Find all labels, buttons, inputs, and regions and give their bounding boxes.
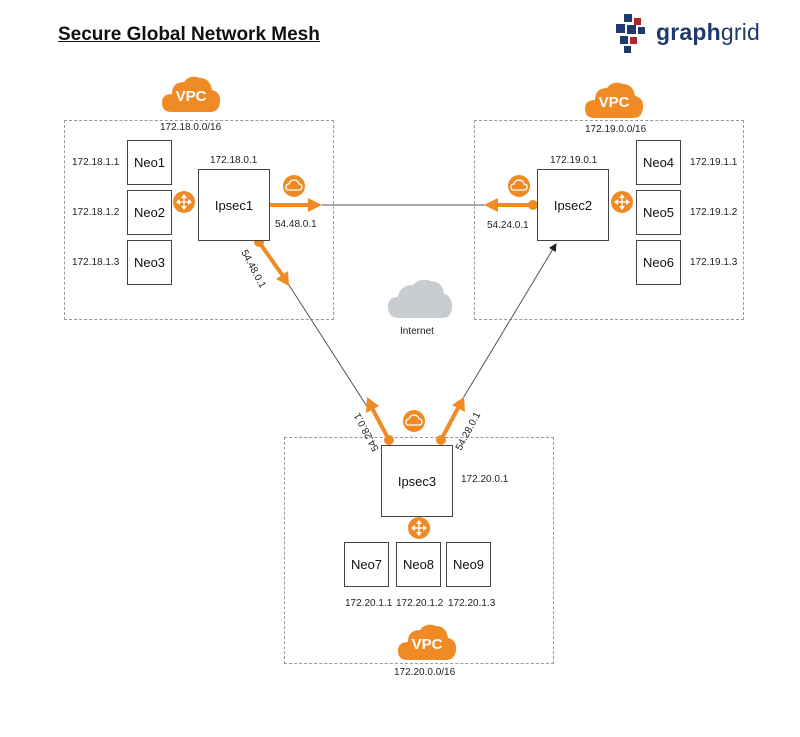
neo-node-5-ip: 172.19.1.2 [690, 207, 738, 218]
gateway-cloud-icon [283, 175, 305, 197]
neo-node-8-ip: 172.20.1.2 [396, 598, 444, 609]
vpc-badge-label: VPC [175, 88, 207, 105]
router-icon [408, 517, 430, 539]
neo-node-1-ip: 172.18.1.1 [72, 157, 120, 168]
ipsec-gateway-1: Ipsec1 [198, 169, 270, 241]
ipsec2-private-ip: 172.19.0.1 [550, 155, 598, 166]
vpc-badge-3: VPC [396, 620, 458, 664]
vpc-box-1 [64, 120, 334, 320]
endpoint-arrow-ipsec3-west [366, 397, 394, 445]
neo-node-7: Neo7 [344, 542, 389, 587]
internet-label: Internet [400, 326, 434, 337]
vpc-box-3 [284, 437, 554, 664]
neo-node-6-ip: 172.19.1.3 [690, 257, 738, 268]
ipsec1-public-ip: 54.48.0.1 [275, 219, 317, 230]
vpc-cidr-1: 172.18.0.0/16 [160, 122, 222, 133]
ipsec-gateway-2: Ipsec2 [537, 169, 609, 241]
ipsec2-public-ip: 54.24.0.1 [487, 220, 529, 231]
neo-node-8: Neo8 [396, 542, 441, 587]
neo-node-9: Neo9 [446, 542, 491, 587]
endpoint-arrow-ipsec1-south [254, 237, 289, 286]
vpc-cidr-3: 172.20.0.0/16 [394, 667, 456, 678]
ipsec1-private-ip: 172.18.0.1 [210, 155, 258, 166]
router-icon [173, 191, 195, 213]
neo-node-4-ip: 172.19.1.1 [690, 157, 738, 168]
vpc-cloud-icon [398, 624, 457, 660]
vpc-badge-label: VPC [411, 636, 443, 653]
endpoint-arrow-ipsec1-east [268, 198, 322, 212]
neo-node-7-ip: 172.20.1.1 [345, 598, 393, 609]
ipsec1-public-ip-diagonal: 54.48.0.1 [238, 248, 267, 290]
ipsec3-private-ip: 172.20.0.1 [461, 474, 509, 485]
router-icon [611, 191, 633, 213]
neo-node-1: Neo1 [127, 140, 172, 185]
neo-node-3: Neo3 [127, 240, 172, 285]
vpc-badge-1: VPC [160, 72, 222, 116]
gateway-cloud-icon [508, 175, 530, 197]
neo-node-2: Neo2 [127, 190, 172, 235]
logo-text: graphgrid [656, 19, 761, 45]
graphgrid-logo-icon [616, 14, 645, 53]
internet-cloud-icon [388, 279, 452, 318]
gateway-cloud-icon [403, 410, 425, 432]
ipsec-gateway-3: Ipsec3 [381, 445, 453, 517]
neo-node-6: Neo6 [636, 240, 681, 285]
neo-node-9-ip: 172.20.1.3 [448, 598, 496, 609]
page-title: Secure Global Network Mesh [58, 24, 320, 45]
tunnel-ipsec1-ipsec3 [286, 281, 369, 409]
vpc-cloud-icon [162, 76, 221, 112]
endpoint-arrow-ipsec3-east [436, 397, 465, 445]
tunnel-ipsec3-ipsec2 [461, 243, 557, 401]
vpc-badge-label: VPC [598, 94, 630, 111]
endpoint-arrow-ipsec2-west [484, 198, 538, 212]
graphgrid-logo: graphgrid [614, 12, 794, 56]
neo-node-3-ip: 172.18.1.3 [72, 257, 120, 268]
neo-node-5: Neo5 [636, 190, 681, 235]
ipsec3-public-ip-east: 54.28.0.1 [454, 410, 483, 452]
vpc-box-2 [474, 120, 744, 320]
vpc-badge-2: VPC [583, 78, 645, 122]
neo-node-2-ip: 172.18.1.2 [72, 207, 120, 218]
vpc-cloud-icon [585, 82, 644, 118]
neo-node-4: Neo4 [636, 140, 681, 185]
vpc-cidr-2: 172.19.0.0/16 [585, 124, 647, 135]
